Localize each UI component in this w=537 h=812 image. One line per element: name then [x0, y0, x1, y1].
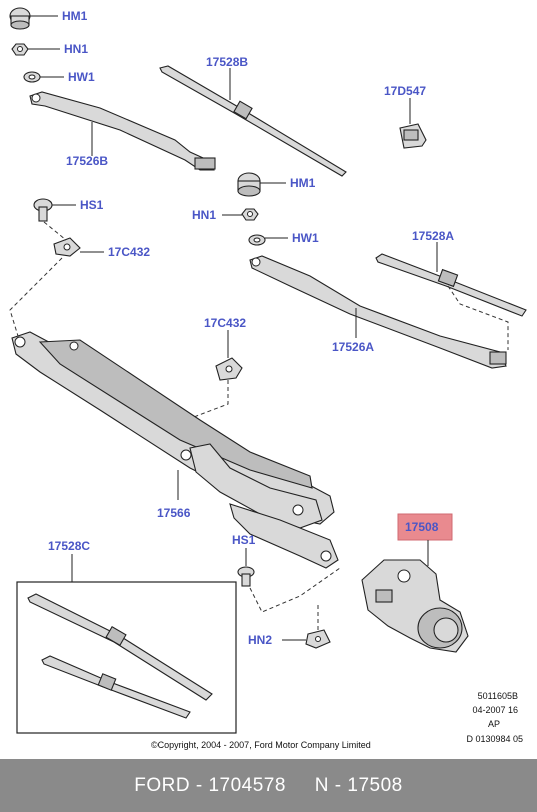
- label-hn2: HN2: [248, 633, 272, 647]
- label-hw1-top: HW1: [68, 70, 95, 84]
- bolt-hs1-bottom: [237, 566, 255, 587]
- label-17526a: 17526A: [332, 340, 374, 354]
- highlight-17508: [397, 513, 453, 541]
- washer-hw1-top: [23, 71, 41, 83]
- meta-line-1: 5011605B: [478, 691, 518, 701]
- nut-hn1-mid: [241, 208, 259, 221]
- wiper-motor-17508: [361, 559, 469, 653]
- label-17508: 17508: [405, 520, 439, 534]
- label-17528b: 17528B: [206, 55, 248, 69]
- meta-line-2: 04-2007 16: [472, 705, 518, 715]
- footer-part-number: FORD - 1704578 N - 17508: [134, 774, 403, 796]
- wiper-blade-17528a: [375, 253, 527, 317]
- nut-hn2: [305, 629, 331, 649]
- nut-hn1-top: [11, 43, 29, 56]
- label-hw1-mid: HW1: [292, 231, 319, 245]
- wiper-arm-17526b: [29, 91, 216, 171]
- washer-hw1-mid: [248, 234, 266, 246]
- label-17528a: 17528A: [412, 229, 454, 243]
- label-hm1-mid: HM1: [290, 176, 316, 190]
- footer-bar: FORD - 1704578 N - 17508: [0, 759, 537, 812]
- cap-hm1-mid: [237, 172, 261, 197]
- label-17526b: 17526B: [66, 154, 108, 168]
- wiper-blade-17528c-short: [41, 655, 191, 719]
- label-17566: 17566: [157, 506, 191, 520]
- label-17528c: 17528C: [48, 539, 90, 553]
- grommet-17c432-left: [53, 237, 81, 257]
- inset-box-17528c: [16, 581, 237, 734]
- wiper-blade-17528c-long: [27, 593, 213, 701]
- meta-line-3: AP: [488, 719, 500, 729]
- meta-line-4: D 0130984 05: [466, 734, 523, 744]
- wiper-arm-17526a: [249, 255, 507, 369]
- clip-17d547: [399, 123, 427, 149]
- label-hs1-left: HS1: [80, 198, 104, 212]
- label-hm1-top: HM1: [62, 9, 88, 23]
- label-17c432-left: 17C432: [108, 245, 150, 259]
- label-hn1-mid: HN1: [192, 208, 216, 222]
- copyright-text: ©Copyright, 2004 - 2007, Ford Motor Comp…: [151, 740, 371, 750]
- label-hs1-bottom: HS1: [232, 533, 256, 547]
- label-17d547: 17D547: [384, 84, 426, 98]
- wiper-linkage-17566: [11, 331, 339, 569]
- grommet-17c432-center: [215, 357, 243, 381]
- cap-hm1-top: [9, 7, 31, 30]
- bolt-hs1-left: [33, 198, 53, 222]
- label-17c432-center: 17C432: [204, 316, 246, 330]
- label-hn1-top: HN1: [64, 42, 88, 56]
- parts-diagram: HM1 HN1 HW1 17526B 17528B 17D547 HS1: [9, 7, 527, 750]
- wiper-blade-17528b: [159, 65, 347, 177]
